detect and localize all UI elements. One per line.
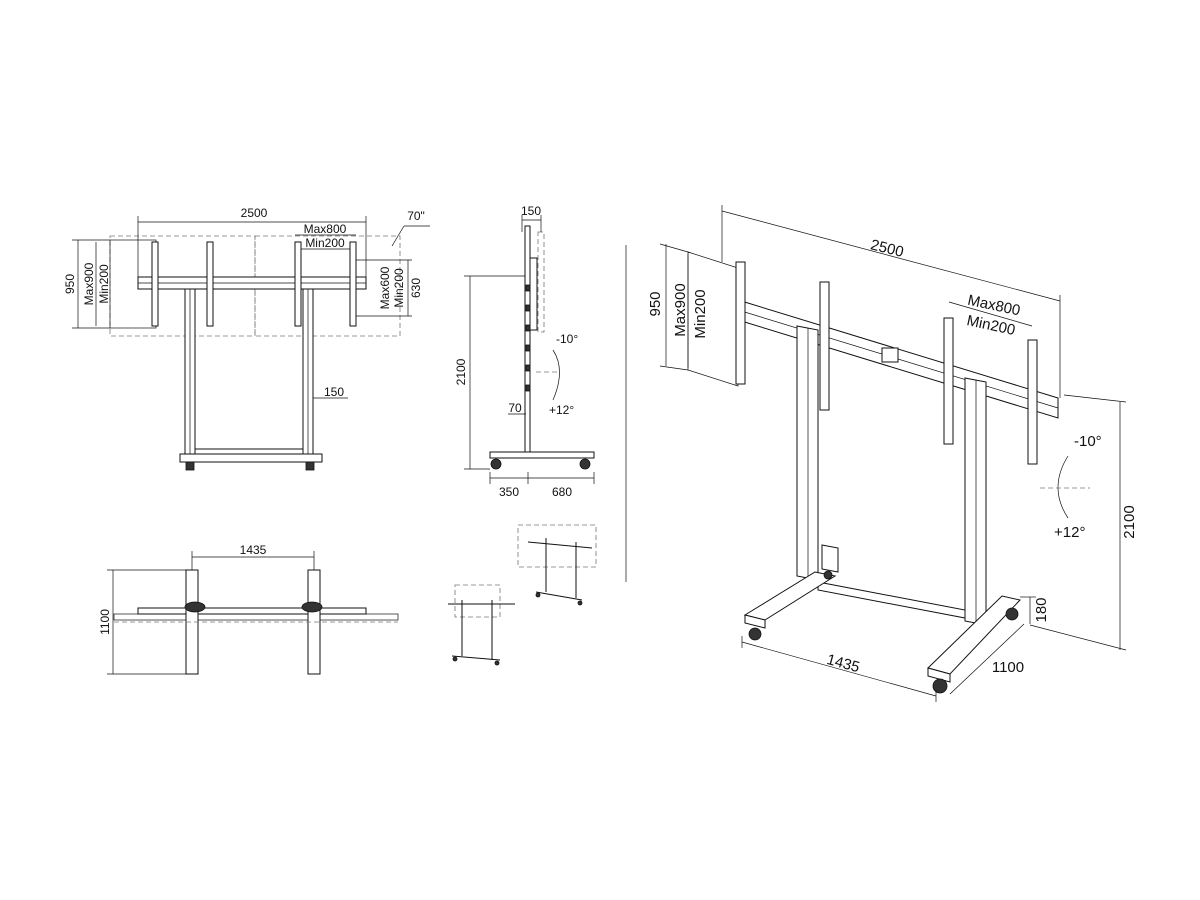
iso-spacing-label: 1435 (825, 651, 862, 676)
bracket-height-label: 630 (409, 278, 423, 298)
top-view: 1435 1100 (98, 543, 399, 675)
side-height-label: 2100 (454, 358, 468, 385)
top-crossbar (137, 607, 367, 615)
iso-caster-3 (932, 678, 948, 694)
side-view: 150 2100 -10° +12° 70 350 680 (454, 204, 595, 499)
vertical-brackets (151, 241, 357, 327)
vesa-v2-max-label: Max600 (378, 266, 392, 309)
vesa-v-max-label: Max900 (82, 262, 96, 305)
side-bracket-holes (525, 284, 531, 392)
vesa-v2-min-label: Min200 (392, 268, 406, 308)
iso-lower-crossbar (817, 581, 966, 619)
tilt-down-label: +12° (549, 403, 574, 417)
isometric-view: 2500 950 Max900 Min200 Max800 Min200 -10… (647, 205, 1138, 702)
right-caster (305, 461, 315, 471)
side-bracket (529, 257, 538, 331)
tilt-up-label: -10° (556, 332, 578, 346)
vesa-h-max-label: Max800 (304, 222, 347, 236)
iso-left-foot-top (743, 571, 837, 621)
vesa-v-min-label: Min200 (97, 264, 111, 304)
iso-height-total-label: 950 (647, 291, 664, 316)
thumbnail-small (448, 584, 515, 666)
iso-base-height-label: 180 (1033, 597, 1050, 622)
iso-caster-4 (1005, 607, 1019, 621)
side-screen-outline (537, 231, 545, 333)
base-back-label: 680 (552, 485, 572, 499)
side-offset-label: 70 (508, 401, 522, 415)
iso-tilt-up-label: -10° (1074, 433, 1102, 450)
top-screen-plane (113, 613, 399, 621)
left-caster (185, 461, 195, 471)
iso-brackets (735, 261, 1038, 465)
iso-depth-label: 1100 (992, 659, 1024, 676)
height-total-label: 950 (63, 274, 77, 294)
iso-center-plate (881, 347, 899, 363)
thumbnail-large (517, 524, 597, 606)
width-label: 2500 (241, 206, 268, 220)
side-front-caster (490, 458, 502, 470)
iso-caster-1 (748, 627, 762, 641)
iso-caster-2 (823, 570, 833, 580)
vesa-h-min-label: Min200 (305, 236, 345, 250)
side-rear-caster (579, 458, 591, 470)
iso-right-post (964, 377, 987, 626)
side-mast (524, 225, 531, 455)
base-front-label: 350 (499, 485, 519, 499)
iso-vesa-v-min-label: Min200 (692, 289, 709, 338)
iso-width-label: 2500 (869, 236, 905, 261)
front-base (179, 453, 323, 463)
side-base (489, 451, 595, 459)
iso-left-post (796, 325, 819, 581)
front-view: 2500 70" Max800 Min200 950 Max900 Min200… (63, 206, 430, 471)
top-spacing-label: 1435 (240, 543, 267, 557)
screen-size-label: 70" (407, 209, 425, 223)
tilt-arc (552, 349, 560, 401)
iso-height-label: 2100 (1121, 505, 1138, 538)
iso-tilt-down-label: +12° (1054, 524, 1085, 541)
side-depth-label: 150 (521, 204, 541, 218)
iso-vesa-v-max-label: Max900 (672, 283, 689, 336)
post-width-label: 150 (324, 385, 344, 399)
iso-tilt-arc (1057, 455, 1069, 519)
top-depth-label: 1100 (98, 609, 112, 635)
